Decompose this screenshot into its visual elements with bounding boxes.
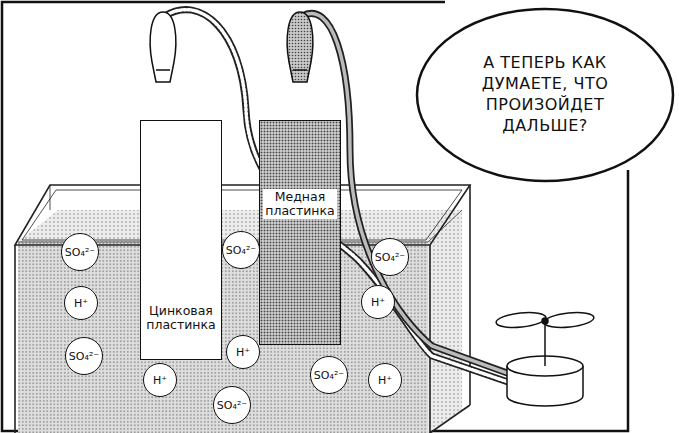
ion-label: SO₄²⁻ [65, 247, 95, 258]
ion-label: SO₄²⁻ [314, 370, 344, 381]
sulfate-ion: SO₄²⁻ [213, 386, 251, 424]
ion-label: SO₄²⁻ [375, 252, 405, 263]
sulfate-ion: SO₄²⁻ [222, 231, 260, 269]
liquid-side [428, 210, 462, 433]
hydrogen-ion: H⁺ [143, 363, 177, 397]
alligator-clip [150, 12, 313, 82]
hydrogen-ion: H⁺ [368, 363, 402, 397]
liquid-edge [428, 210, 462, 242]
sulfate-ion: SO₄²⁻ [65, 337, 103, 375]
zinc-plate: Цинковая пластинка [140, 120, 221, 360]
ion-label: H⁺ [236, 347, 250, 358]
motor [495, 310, 594, 406]
sulfate-ion: SO₄²⁻ [371, 238, 409, 276]
hydrogen-ion: H⁺ [226, 335, 260, 369]
bubble-outline [417, 9, 673, 181]
plate-label: Медная пластинка [263, 189, 336, 219]
speech-text: А ТЕПЕРЬ КАК ДУМАЕТЕ, ЧТО ПРОИЗОЙДЕТ ДАЛ… [463, 53, 628, 136]
ion-label: H⁺ [378, 375, 392, 386]
plate-label: Цинковая пластинка [144, 303, 217, 333]
speech-bubble: А ТЕПЕРЬ КАК ДУМАЕТЕ, ЧТО ПРОИЗОЙДЕТ ДАЛ… [415, 7, 675, 183]
ion-label: H⁺ [153, 375, 167, 386]
hydrogen-ion: H⁺ [361, 285, 395, 319]
ion-label: SO₄²⁻ [226, 245, 256, 256]
sulfate-ion: SO₄²⁻ [61, 233, 99, 271]
hydrogen-ion: H⁺ [64, 286, 98, 320]
sulfate-ion: SO₄²⁻ [310, 356, 348, 394]
copper-plate: Медная пластинка [259, 120, 340, 345]
ion-label: H⁺ [371, 297, 385, 308]
panel-border [2, 2, 628, 431]
ion-label: SO₄²⁻ [69, 351, 99, 362]
ion-label: SO₄²⁻ [217, 400, 247, 411]
ion-label: H⁺ [74, 298, 88, 309]
